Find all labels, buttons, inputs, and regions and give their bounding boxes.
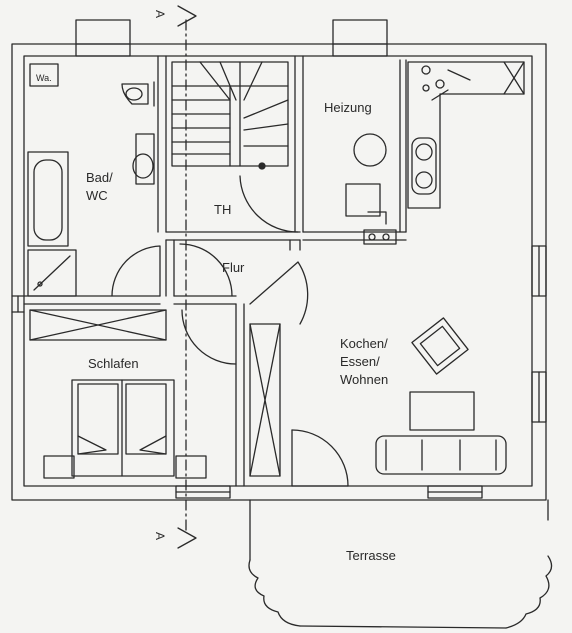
terrace-door — [291, 429, 349, 487]
label-flur: Flur — [222, 260, 245, 275]
wardrobe — [29, 309, 167, 341]
sofa — [375, 435, 507, 475]
section-marker-bottom-icon — [177, 527, 197, 549]
outlet-box — [363, 229, 397, 245]
closet — [249, 323, 281, 477]
shower-tray — [27, 249, 77, 297]
kitchen-counter — [407, 61, 525, 209]
heating — [345, 133, 387, 225]
label-wohnen: Wohnen — [340, 372, 388, 387]
washing-machine — [29, 63, 59, 87]
kitchen-sink — [411, 137, 437, 195]
th-door — [239, 175, 299, 233]
label-wc: WC — [86, 188, 108, 203]
label-th: TH — [214, 202, 231, 217]
label-wa: Wa. — [36, 73, 52, 83]
toilet-bowl — [125, 87, 143, 101]
left-window — [11, 295, 25, 313]
right-windows — [531, 245, 547, 423]
living-door — [249, 261, 309, 325]
section-marker-top-icon — [177, 5, 197, 27]
flur-door-bottom — [181, 309, 237, 365]
boiler-icon — [353, 133, 387, 167]
label-bad: Bad/ — [86, 170, 113, 185]
coffee-table — [409, 391, 475, 431]
label-schlafen: Schlafen — [88, 356, 139, 371]
flur-door-top — [179, 243, 233, 297]
bath-door — [111, 245, 161, 297]
nightstand-right — [175, 455, 207, 479]
exterior-walls — [11, 43, 547, 501]
armchair — [411, 317, 469, 375]
bed — [43, 379, 207, 479]
bathtub — [27, 151, 69, 247]
nightstand-left — [43, 455, 75, 479]
interior-walls — [23, 55, 407, 487]
toilet-icon — [121, 81, 155, 107]
staircase — [171, 61, 289, 170]
label-terrasse: Terrasse — [346, 548, 396, 563]
sink-cabinet — [135, 133, 155, 185]
stove-burner — [421, 65, 431, 75]
bottom-windows — [175, 485, 483, 499]
label-kochen: Kochen/ — [340, 336, 388, 351]
label-heizung: Heizung — [324, 100, 372, 115]
terrace-outline — [248, 499, 553, 629]
label-essen: Essen/ — [340, 354, 380, 369]
bathroom — [27, 63, 155, 297]
section-marker-bottom: A — [153, 532, 167, 540]
heating-unit — [345, 183, 381, 217]
top-windows — [75, 19, 388, 57]
sink-icon — [132, 153, 154, 179]
section-marker-top: A — [153, 10, 167, 18]
